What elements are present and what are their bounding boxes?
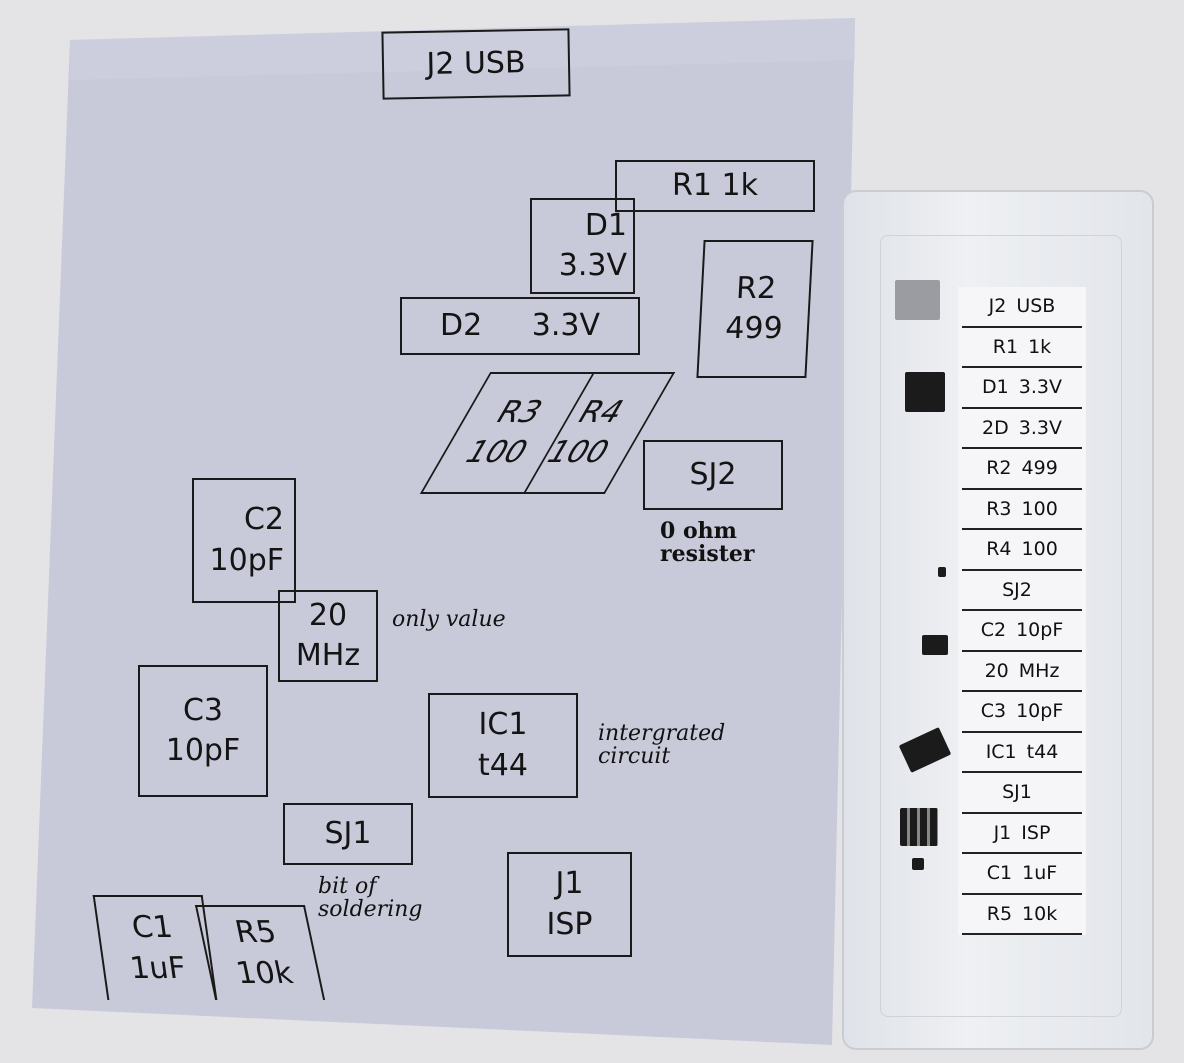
usb-connector xyxy=(895,280,940,320)
label: D1 xyxy=(584,207,627,243)
tray-inner-compartment xyxy=(880,235,1122,1017)
box-c2: C2 10pF xyxy=(192,478,296,603)
value: t44 xyxy=(478,747,528,783)
strip-designator: R1 xyxy=(992,335,1019,358)
box-c3: C3 10pF xyxy=(138,665,268,797)
smd-small xyxy=(938,567,946,577)
strip-designator: C2 xyxy=(980,619,1007,642)
strip-value: 10pF xyxy=(1016,700,1064,723)
note-sj1: bit of soldering xyxy=(318,874,423,923)
label: SJ2 xyxy=(689,456,737,492)
label: D2 3.3V xyxy=(440,307,600,343)
strip-designator: R4 xyxy=(986,538,1012,561)
strip-designator: SJ1 xyxy=(1002,781,1032,804)
note-crystal: only value xyxy=(392,607,506,632)
strip-label-row: 2D 3.3V xyxy=(962,409,1082,449)
strip-value: 3.3V xyxy=(1018,376,1062,399)
value: 3.3V xyxy=(558,248,627,283)
strip-value: ISP xyxy=(1021,821,1051,844)
strip-label-row: R2 499 xyxy=(962,449,1082,490)
strip-designator: J1 xyxy=(993,821,1012,844)
strip-label-row: 20 MHz xyxy=(962,652,1082,692)
diode-component xyxy=(905,372,945,412)
strip-value: 499 xyxy=(1021,457,1058,480)
value: 1uF xyxy=(127,950,189,986)
value: ISP xyxy=(546,906,593,942)
value: 10pF xyxy=(209,542,284,578)
box-d2: D2 3.3V xyxy=(400,297,640,355)
label: SJ1 xyxy=(324,815,372,851)
strip-label-row: R5 10k xyxy=(962,895,1082,935)
strip-label-row: SJ2 xyxy=(962,571,1082,611)
value: 100 xyxy=(538,435,617,470)
label: J1 xyxy=(555,866,584,901)
strip-value: MHz xyxy=(1018,659,1060,682)
capacitor-component xyxy=(912,858,924,870)
strip-designator: C3 xyxy=(980,700,1007,723)
label: R3 xyxy=(489,394,550,430)
strip-designator: J2 xyxy=(988,295,1007,318)
strip-value: 1k xyxy=(1028,335,1052,358)
strip-designator: D1 xyxy=(982,376,1009,399)
strip-label-row: SJ1 xyxy=(962,773,1082,814)
value: 10k xyxy=(232,955,296,991)
label: 20 xyxy=(308,597,348,633)
box-sj2: SJ2 xyxy=(643,440,783,510)
strip-label-row: C3 10pF xyxy=(962,692,1082,733)
label: C1 xyxy=(129,910,175,945)
strip-label-row: D1 3.3V xyxy=(962,368,1082,409)
strip-designator: R3 xyxy=(986,497,1012,520)
label: R4 xyxy=(571,394,632,430)
box-j2-usb: J2 USB xyxy=(381,28,571,100)
label-strip xyxy=(958,287,1086,935)
strip-designator: 2D xyxy=(982,416,1009,439)
strip-value: 10pF xyxy=(1016,619,1064,642)
label: C3 xyxy=(182,692,224,728)
strip-label-row: J1 ISP xyxy=(962,814,1082,854)
strip-designator: C1 xyxy=(986,862,1013,885)
strip-value: 10k xyxy=(1022,902,1058,925)
note-sj2: 0 ohm resister xyxy=(660,518,755,568)
label: IC1 xyxy=(478,707,528,742)
strip-designator: SJ2 xyxy=(1002,578,1032,601)
value: 499 xyxy=(724,311,784,346)
strip-label-row: R3 100 xyxy=(962,490,1082,530)
strip-designator: 20 xyxy=(984,659,1009,682)
label: J2 USB xyxy=(426,44,526,82)
label: C2 xyxy=(243,502,284,537)
box-r1: R1 1k xyxy=(615,160,815,212)
value: 10pF xyxy=(165,733,241,768)
strip-label-row: J2 USB xyxy=(962,287,1082,328)
label: R1 1k xyxy=(672,167,758,203)
strip-label-row: R1 1k xyxy=(962,328,1082,368)
strip-value: 1uF xyxy=(1022,862,1058,885)
box-d1: D1 3.3V xyxy=(530,198,635,294)
strip-value: 100 xyxy=(1021,497,1058,520)
box-sj1: SJ1 xyxy=(283,803,413,865)
strip-label-row: C1 1uF xyxy=(962,854,1082,895)
strip-value: 100 xyxy=(1021,538,1058,561)
label: R2 xyxy=(735,270,777,306)
strip-label-row: IC1 t44 xyxy=(962,733,1082,773)
strip-value: t44 xyxy=(1026,740,1059,763)
strip-value: 3.3V xyxy=(1018,416,1062,439)
value: MHz xyxy=(295,638,361,673)
label: R5 xyxy=(232,915,280,950)
strip-designator: IC1 xyxy=(985,740,1017,763)
strip-value: USB xyxy=(1016,295,1056,318)
note-ic1: intergrated circuit xyxy=(598,721,726,770)
strip-label-row: C2 10pF xyxy=(962,611,1082,652)
strip-designator: R2 xyxy=(986,457,1012,480)
isp-header xyxy=(900,808,938,846)
strip-label-row: R4 100 xyxy=(962,530,1082,571)
strip-designator: R5 xyxy=(986,902,1013,925)
crystal-component xyxy=(922,635,948,655)
